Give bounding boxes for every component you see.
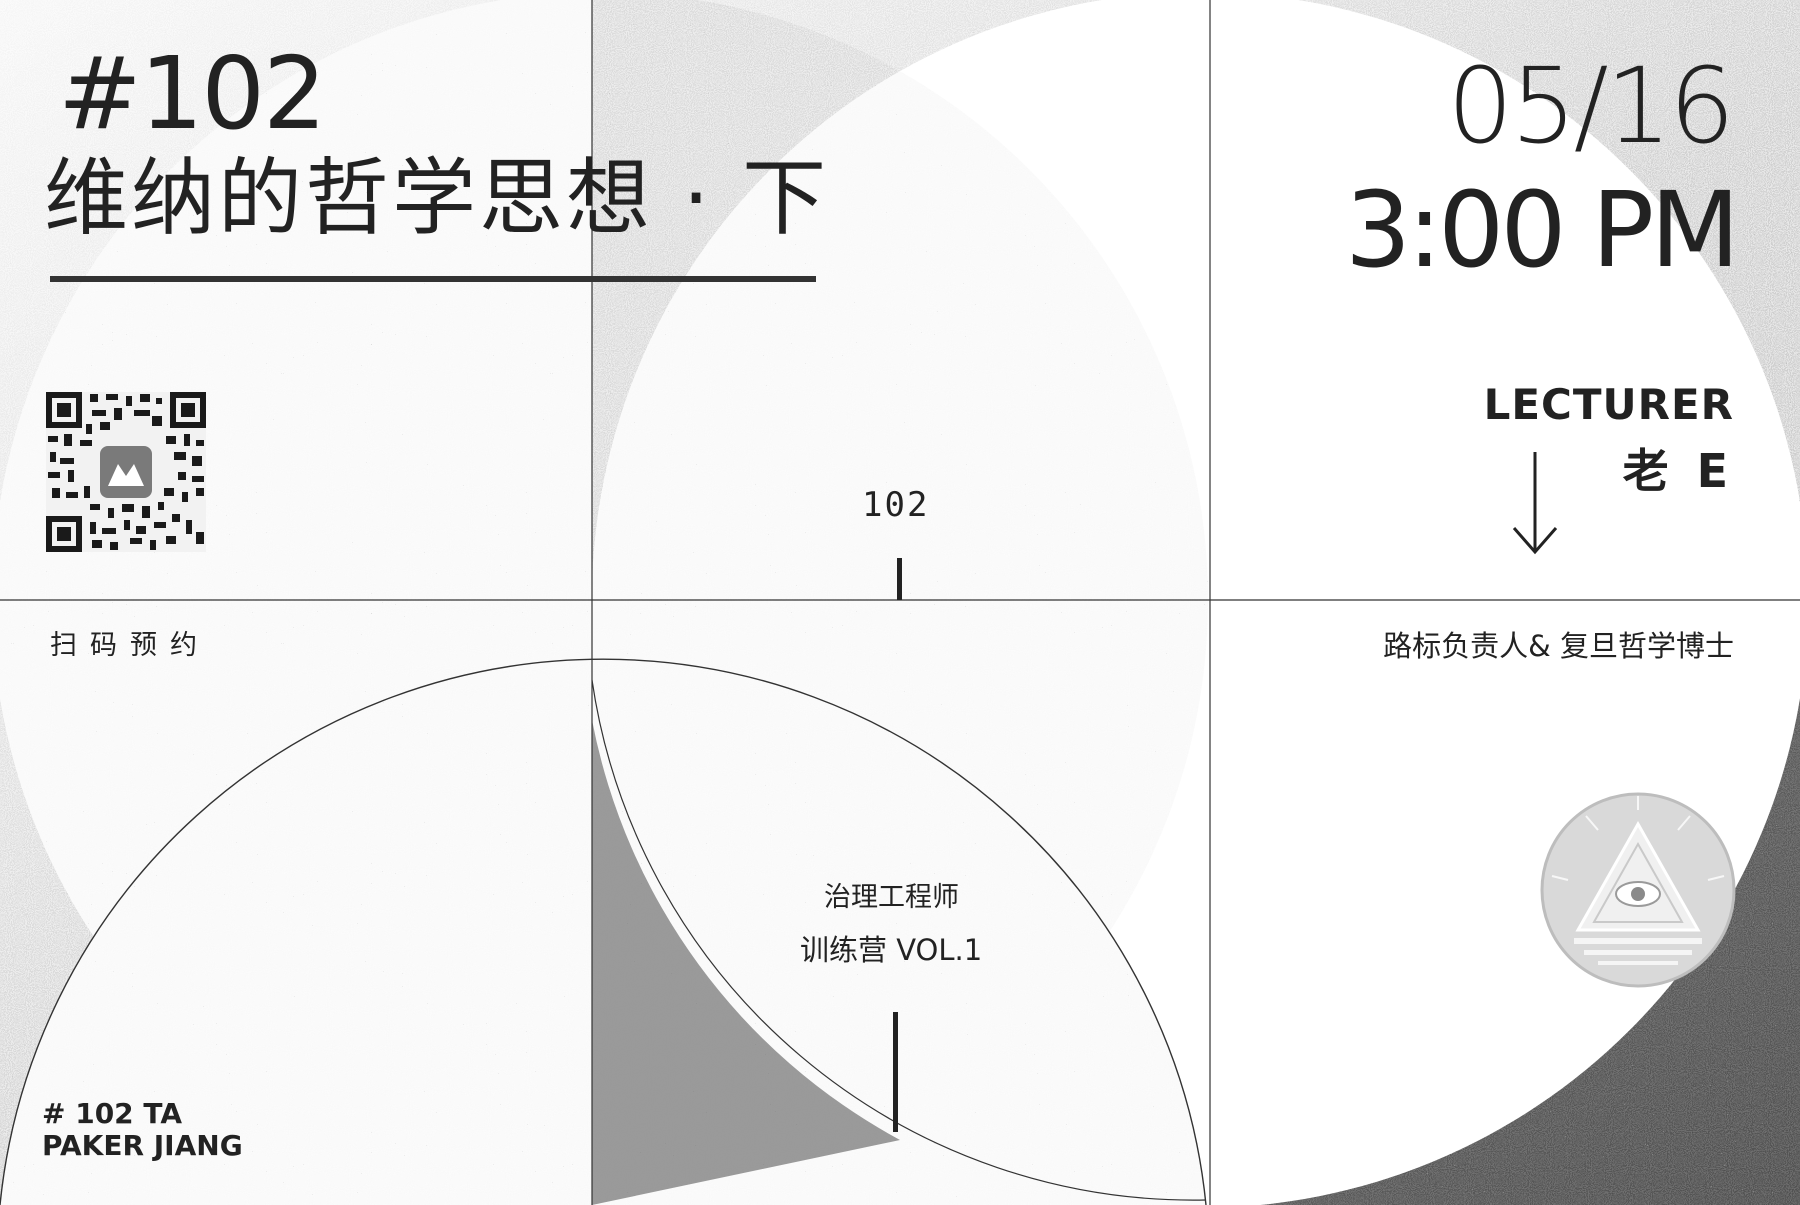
ta-number: # 102 TA — [42, 1097, 182, 1130]
lecturer-bio: 路标负责人& 复旦哲学博士 — [1383, 629, 1734, 663]
scan-hint: 扫码预约 — [50, 630, 210, 661]
program-name-line2: 训练营 VOL.1 — [800, 933, 983, 967]
center-number: 102 — [862, 485, 930, 525]
lecturer-name: 老 E — [1622, 444, 1734, 498]
event-date: 05/16 — [1447, 45, 1735, 167]
eye-triangle-emblem-icon — [1540, 792, 1736, 988]
lecture-title: 维纳的哲学思想 · 下 — [44, 149, 830, 247]
issue-number: #102 — [58, 35, 327, 152]
logo-mark-icon — [100, 446, 152, 498]
ta-name: PAKER JIANG — [42, 1129, 243, 1162]
qr-code-icon[interactable] — [46, 392, 206, 552]
arrow-down-icon — [1512, 452, 1558, 555]
event-time: 3:00 PM — [1344, 169, 1740, 291]
title-underline — [50, 276, 816, 282]
program-name-line1: 治理工程师 — [824, 882, 959, 913]
lecturer-label: LECTURER — [1483, 380, 1734, 429]
